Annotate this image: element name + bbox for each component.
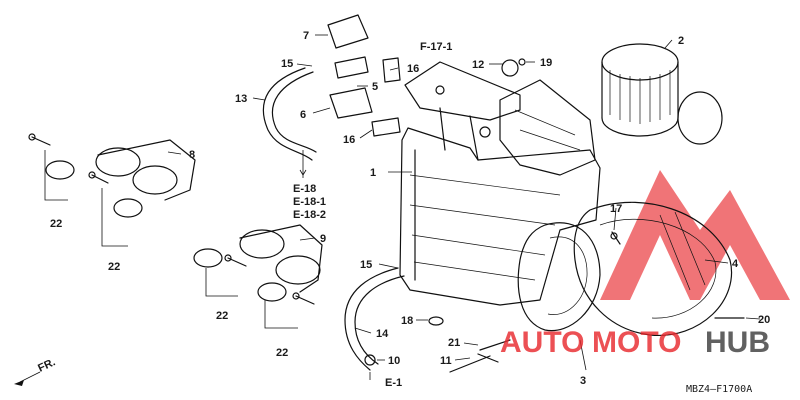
- callout-2: 2: [678, 35, 684, 47]
- housing-cover: [573, 201, 733, 336]
- callout-16-lower: 16: [343, 134, 355, 146]
- reference-codes: F-17-1 E-18 E-18-1 E-18-2 E-1 FR. MBZ4—F…: [14, 41, 752, 395]
- air-cleaner-housing: [399, 61, 601, 306]
- callout-19: 19: [540, 57, 552, 69]
- callout-4: 4: [732, 258, 739, 270]
- callout-8: 8: [189, 149, 195, 161]
- callout-22-d: 22: [276, 347, 288, 359]
- callout-22-b: 22: [108, 261, 120, 273]
- inlet-duct-upper: [45, 139, 196, 218]
- ref-e-18-1: E-18-1: [293, 196, 326, 208]
- diagram-code: MBZ4—F1700A: [686, 384, 752, 395]
- callout-14: 14: [376, 328, 389, 340]
- housing-seal: [517, 222, 601, 332]
- watermark-hub: HUB: [705, 326, 770, 359]
- watermark-logo: [600, 170, 790, 300]
- ref-e-18: E-18: [293, 183, 316, 195]
- breather-hose-upper: [262, 67, 317, 161]
- callout-1: 1: [370, 167, 376, 179]
- small-parts: [327, 14, 745, 373]
- callout-18: 18: [401, 315, 413, 327]
- air-filter-element: [601, 43, 723, 145]
- watermark-moto: MOTO: [592, 326, 681, 359]
- callout-labels: 1 2 3 4 5 6 7 8 9 10 11 12 13 14 15 15 1…: [50, 30, 770, 387]
- breather-hose-lower: [344, 267, 405, 371]
- callout-22-c: 22: [216, 310, 228, 322]
- watermark-text: AUTO MOTO HUB: [500, 326, 770, 359]
- callout-10: 10: [388, 355, 400, 367]
- ref-front: FR.: [36, 356, 57, 374]
- callout-9: 9: [320, 233, 326, 245]
- callout-5: 5: [372, 81, 378, 93]
- callout-17: 17: [610, 203, 622, 215]
- callout-12: 12: [472, 59, 484, 71]
- ref-e-18-2: E-18-2: [293, 209, 326, 221]
- screws: [28, 133, 315, 305]
- callout-6: 6: [300, 109, 306, 121]
- callout-21: 21: [448, 337, 460, 349]
- front-arrow-icon: [14, 371, 41, 386]
- callout-13: 13: [235, 93, 247, 105]
- callout-15-upper: 15: [281, 58, 293, 70]
- callout-20: 20: [758, 314, 770, 326]
- inlet-duct-lower: [193, 224, 323, 302]
- callout-3: 3: [580, 375, 586, 387]
- leader-lines: [44, 34, 761, 380]
- callout-7: 7: [303, 30, 309, 42]
- ref-e-1: E-1: [385, 377, 402, 389]
- callout-16-upper: 16: [407, 63, 419, 75]
- callout-15-lower: 15: [360, 259, 372, 271]
- callout-11: 11: [440, 355, 452, 367]
- ref-f-17-1: F-17-1: [420, 41, 452, 53]
- callout-22-a: 22: [50, 218, 62, 230]
- watermark-auto: AUTO: [500, 326, 584, 359]
